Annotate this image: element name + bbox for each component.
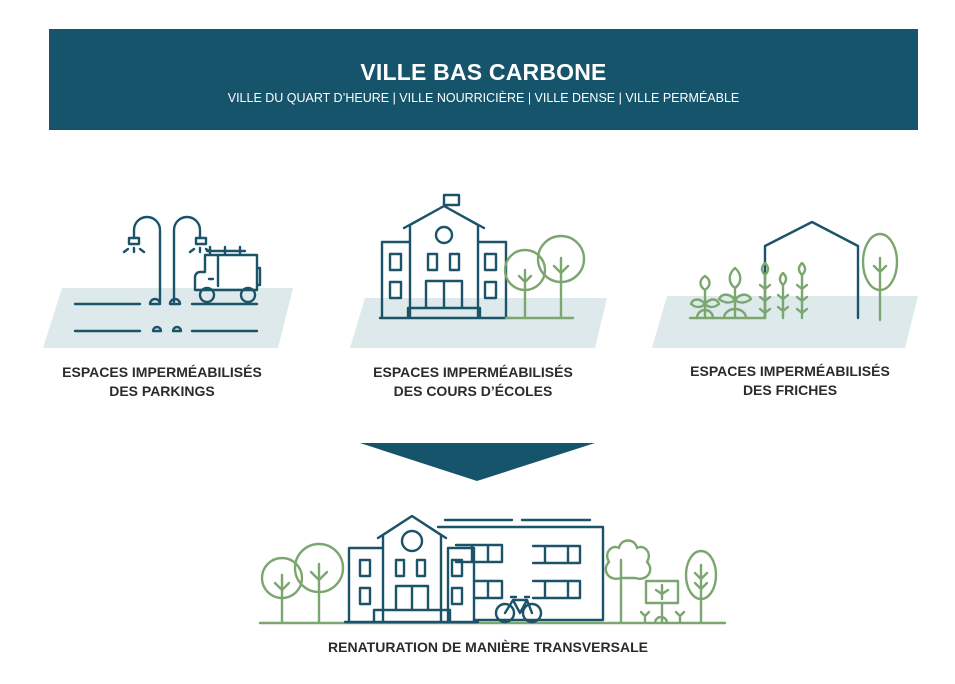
category-label-line1: ESPACES IMPERMÉABILISÉS	[62, 364, 262, 380]
result-label: RENATURATION DE MANIÈRE TRANSVERSALE	[328, 639, 648, 655]
category-label-parkings: ESPACES IMPERMÉABILISÉS DES PARKINGS	[12, 363, 312, 401]
category-label-line2: DES FRICHES	[742, 382, 838, 398]
wasteland-icon	[652, 220, 918, 348]
category-label-line2: DES PARKINGS	[109, 383, 215, 399]
parking-icon	[43, 215, 293, 348]
category-label-line2: DES COURS D’ÉCOLES	[393, 383, 553, 399]
category-label-friches: ESPACES IMPERMÉABILISÉS DES FRICHES	[640, 362, 940, 400]
renatured-city-icon	[258, 514, 727, 625]
page-title: VILLE BAS CARBONE	[360, 59, 607, 85]
category-label-schools: ESPACES IMPERMÉABILISÉS DES COURS D’ÉCOL…	[323, 363, 623, 401]
page-subtitle: VILLE DU QUART D’HEURE | VILLE NOURRICIÈ…	[227, 91, 740, 105]
header-banner: VILLE BAS CARBONE VILLE DU QUART D’HEURE…	[49, 29, 918, 130]
category-label-line1: ESPACES IMPERMÉABILISÉS	[690, 363, 890, 379]
down-arrow-triangle	[360, 443, 595, 481]
category-label-line1: ESPACES IMPERMÉABILISÉS	[373, 364, 573, 380]
school-yard-icon	[350, 193, 607, 348]
